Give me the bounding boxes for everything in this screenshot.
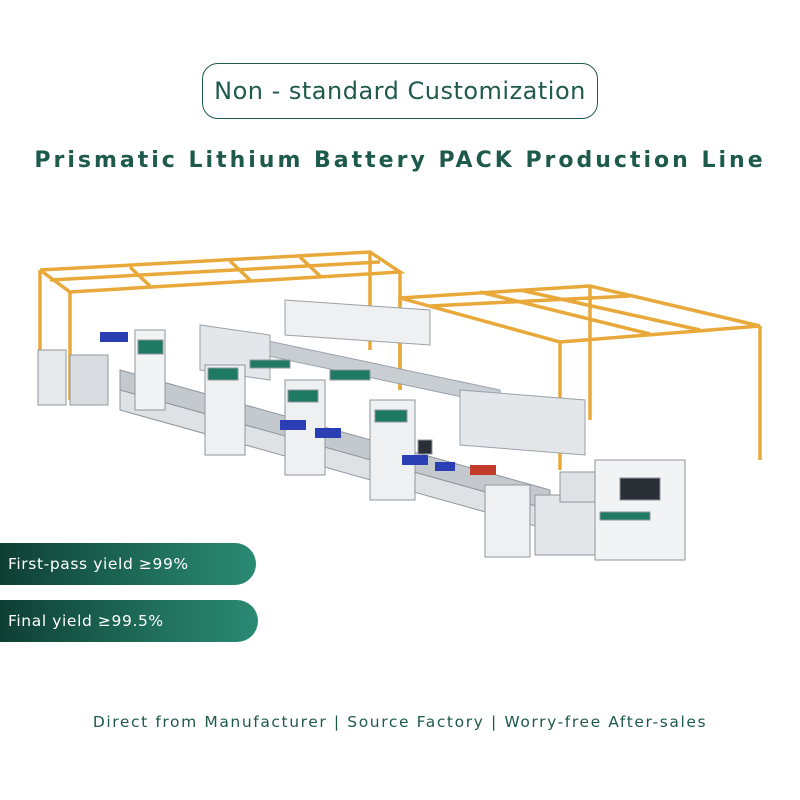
customization-badge: Non - standard Customization bbox=[202, 63, 598, 119]
page-title: Prismatic Lithium Battery PACK Productio… bbox=[34, 148, 766, 173]
workstations bbox=[134, 329, 416, 501]
footer-tagline: Direct from Manufacturer | Source Factor… bbox=[92, 713, 708, 731]
final-yield-banner: Final yield ≥99.5% bbox=[0, 600, 258, 642]
battery-modules bbox=[280, 420, 496, 475]
production-line-illustration bbox=[37, 250, 762, 561]
first-pass-yield-banner: First-pass yield ≥99% bbox=[0, 543, 256, 585]
end-machines bbox=[417, 439, 686, 561]
left-cabinets bbox=[37, 332, 128, 406]
